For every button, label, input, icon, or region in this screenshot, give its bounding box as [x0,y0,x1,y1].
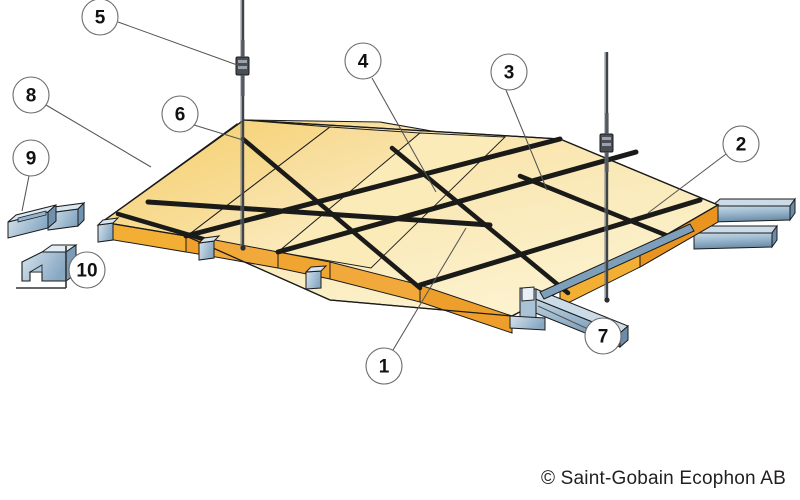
rod-adjustment-clip-left [235,40,250,96]
callout-3-circle [490,53,528,91]
callout-6[interactable]: 6 [161,95,199,133]
callout-1[interactable]: 1 [365,347,403,385]
leader-6 [193,124,244,141]
rod-adjustment-clip-right [599,113,614,172]
callout-8-circle [12,76,50,114]
wall-angle-right-upper [710,197,796,223]
detail-part-9-wall-angle [7,203,57,239]
callout-7-label: 7 [598,327,609,348]
callout-4-label: 4 [358,52,369,73]
wall-angle-right-lower [692,224,778,250]
callout-1-circle [365,347,403,385]
callout-9-circle [12,139,50,177]
callout-6-label: 6 [175,105,186,126]
leader-8 [45,104,152,168]
callout-10-circle [68,251,106,289]
callout-3-label: 3 [504,63,515,84]
leader-3 [505,89,548,191]
callout-5-label: 5 [95,8,106,29]
wall-angle-clip-left-2 [96,217,120,243]
callout-2-circle [722,125,760,163]
leader-1 [392,227,467,351]
callout-5[interactable]: 5 [81,0,119,36]
legend-bracket-10 [16,246,67,289]
grid-main-runner [183,136,563,239]
wall-angle-clip-left-3 [197,235,221,261]
grid-cross-tee [517,173,671,239]
callout-10-label: 10 [76,261,97,282]
panel-edge [419,284,513,334]
wall-angle-clip-left-4 [304,265,328,290]
detail-part-10-clip [21,244,78,282]
leader-7 [537,305,589,330]
grid-main-runner [417,197,703,288]
callout-10[interactable]: 10 [68,251,106,289]
grid-cross-tee [240,136,423,291]
callout-3[interactable]: 3 [490,53,528,91]
callout-7-circle [584,317,622,355]
callout-layer: 1 2 3 4 5 6 7 8 9 10 [12,0,760,385]
copyright-notice: © Saint-Gobain Ecophon AB [540,468,786,489]
ceiling-panel-assembly [100,119,720,334]
leader-2 [647,153,727,214]
callout-6-circle [161,95,199,133]
callout-2-label: 2 [736,135,747,156]
callout-8[interactable]: 8 [12,76,50,114]
leader-9 [21,175,30,212]
leader-5 [117,21,241,67]
callout-9-label: 9 [26,149,37,170]
callout-8-label: 8 [26,86,37,107]
leader-lines [21,21,727,351]
callout-2[interactable]: 2 [722,125,760,163]
callout-4-circle [344,42,382,80]
suspension-rod-right [599,52,614,303]
suspension-rod-left [235,0,250,251]
grid-cross-tee [389,145,571,296]
leader-4 [371,77,437,193]
callout-1-label: 1 [379,357,390,378]
grid-cross-tee [145,199,493,228]
grid-profiles [115,136,703,296]
callout-7[interactable]: 7 [584,317,622,355]
grid-cross-tee [115,211,213,244]
callout-4[interactable]: 4 [344,42,382,80]
callout-5-circle [81,0,119,36]
callout-9[interactable]: 9 [12,139,50,177]
